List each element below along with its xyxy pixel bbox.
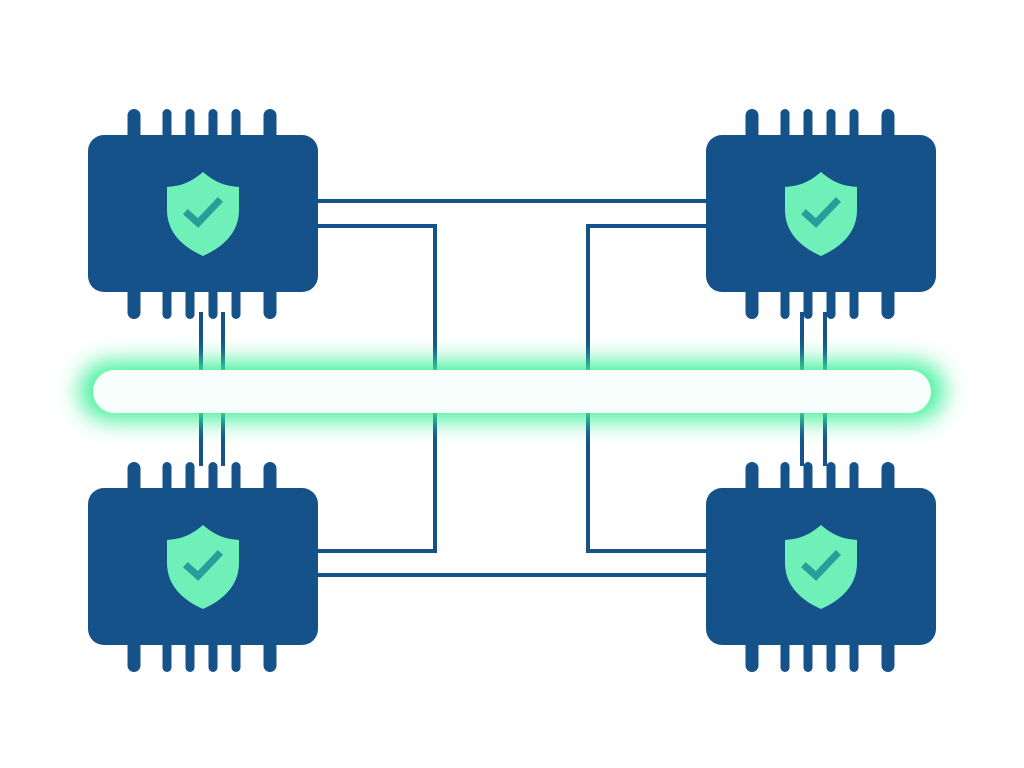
chip-pin xyxy=(745,285,759,319)
chip-pin xyxy=(881,285,895,319)
chip-pin xyxy=(208,109,218,143)
chip-pin xyxy=(162,285,172,319)
chip-pin xyxy=(208,285,218,319)
chip-pin xyxy=(745,462,759,496)
chip-pin xyxy=(881,462,895,496)
shield-check-icon xyxy=(167,172,239,256)
bus-bar xyxy=(93,370,931,413)
chip-pin xyxy=(208,638,218,672)
checkmark-icon xyxy=(801,197,841,228)
chip-pin xyxy=(780,462,790,496)
chip-pin xyxy=(803,285,813,319)
chip-pin xyxy=(162,638,172,672)
chip-pin xyxy=(826,285,836,319)
chip-pin xyxy=(780,285,790,319)
chip-pin xyxy=(127,285,141,319)
checkmark-icon xyxy=(801,550,841,581)
chip-pin xyxy=(263,638,277,672)
shield-check-icon xyxy=(785,172,857,256)
chip-pin xyxy=(127,462,141,496)
chip-pin xyxy=(263,462,277,496)
trace-top-left-loop xyxy=(318,224,437,372)
chip-pin xyxy=(849,285,859,319)
circuit-traces xyxy=(199,199,827,577)
chip-pin xyxy=(231,462,241,496)
chip-pin xyxy=(849,109,859,143)
chip-pin xyxy=(826,462,836,496)
chip-pin xyxy=(849,462,859,496)
chip-pin xyxy=(185,462,195,496)
chip-pin xyxy=(745,109,759,143)
chip-bottom-left xyxy=(88,462,318,672)
chip-pin xyxy=(826,638,836,672)
chip-pin xyxy=(803,109,813,143)
trace-top-right-loop xyxy=(586,224,706,372)
chip-pin xyxy=(826,109,836,143)
chip-pin xyxy=(780,109,790,143)
chip-pin xyxy=(185,638,195,672)
shield-check-icon xyxy=(167,525,239,609)
chip-pin xyxy=(803,638,813,672)
chip-pin xyxy=(849,638,859,672)
chip-pin xyxy=(162,462,172,496)
chip-pin xyxy=(263,109,277,143)
chip-pin xyxy=(127,638,141,672)
trace-bottom-left-loop xyxy=(318,411,437,553)
chip-top-right xyxy=(706,109,936,319)
chip-pin xyxy=(231,285,241,319)
chip-pin xyxy=(263,285,277,319)
chip-pin xyxy=(127,109,141,143)
shield-check-icon xyxy=(785,525,857,609)
chip-pin xyxy=(185,109,195,143)
chip-pin xyxy=(162,109,172,143)
chip-pin xyxy=(231,638,241,672)
checkmark-icon xyxy=(183,550,223,581)
chip-pin xyxy=(881,638,895,672)
trace-bottom-right-loop xyxy=(586,411,706,553)
chip-pin xyxy=(208,462,218,496)
chip-pin xyxy=(185,285,195,319)
chip-pin xyxy=(745,638,759,672)
chip-pin xyxy=(780,638,790,672)
chip-pin xyxy=(803,462,813,496)
chip-top-left xyxy=(88,109,318,319)
chip-pin xyxy=(881,109,895,143)
chip-bottom-right xyxy=(706,462,936,672)
chip-pin xyxy=(231,109,241,143)
glowing-bus-bar xyxy=(80,362,944,420)
checkmark-icon xyxy=(183,197,223,228)
